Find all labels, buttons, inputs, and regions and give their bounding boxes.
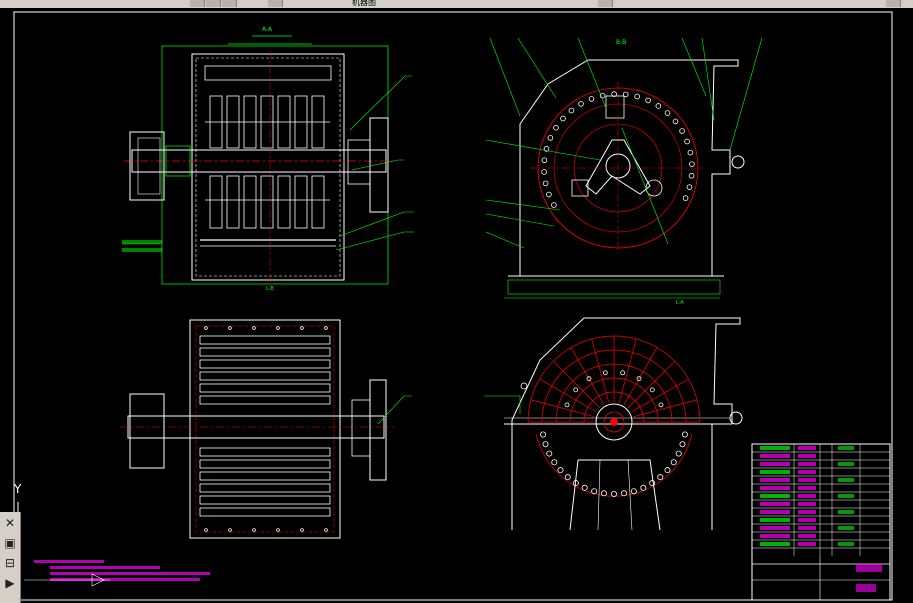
ucs-y-label: Y <box>14 482 22 496</box>
cad-drawing-canvas[interactable]: A-A L-B B-B <box>0 8 913 603</box>
section-label-front: A-A <box>262 26 273 33</box>
close-icon[interactable]: ✕ <box>4 516 16 530</box>
toolbar-button[interactable] <box>222 0 237 7</box>
front-view: A-A L-B <box>122 26 414 292</box>
left-toolbar: ✕ ▣ ⊟ ▶ <box>0 512 21 603</box>
toolbar-button[interactable] <box>206 0 221 7</box>
side-view: B-B L-A <box>485 37 763 306</box>
title-block <box>751 443 891 601</box>
play-icon[interactable]: ▶ <box>5 576 15 590</box>
bottom-label-side: L-A <box>676 300 684 306</box>
screen-icon[interactable]: ▣ <box>4 536 16 550</box>
technical-notes <box>24 560 210 587</box>
sheet-border <box>13 11 893 601</box>
toolbar-button[interactable] <box>886 0 901 7</box>
toolbar-button[interactable] <box>190 0 205 7</box>
section-label-side: B-B <box>616 39 626 46</box>
toolbar-button[interactable] <box>268 0 283 7</box>
toolbar-button[interactable] <box>598 0 613 7</box>
end-view <box>484 317 743 531</box>
top-toolbar: 机器图 <box>0 0 913 8</box>
ucs-icon <box>17 502 19 512</box>
layout-icon[interactable]: ⊟ <box>4 556 16 570</box>
bottom-label-front: L-B <box>266 286 274 292</box>
top-label: 机器图 <box>352 0 376 7</box>
plan-view <box>120 319 412 539</box>
